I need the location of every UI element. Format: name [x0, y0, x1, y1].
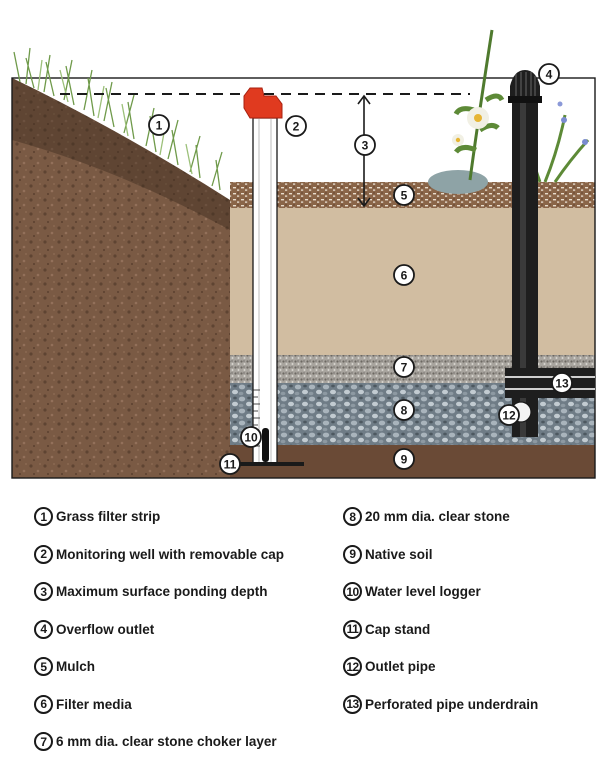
legend-label: Grass filter strip	[56, 509, 161, 525]
legend-number: 3	[34, 582, 53, 602]
cap-stand	[232, 462, 304, 466]
monitoring-well	[252, 117, 278, 464]
callout-number: 2	[293, 120, 300, 134]
callout-circle	[393, 184, 415, 206]
callout-marker: 10	[240, 426, 262, 448]
callout-circle	[551, 372, 573, 394]
callout-marker: 11	[219, 453, 241, 475]
callout-circle	[498, 404, 520, 426]
perforated-pipe-underdrain	[505, 368, 595, 398]
callout-marker: 7	[393, 356, 415, 378]
callout-marker: 2	[285, 115, 307, 137]
legend-label: Native soil	[365, 546, 433, 562]
callout-marker: 5	[393, 184, 415, 206]
callout-circle	[393, 399, 415, 421]
legend-label: Maximum surface ponding depth	[56, 584, 268, 600]
removable-cap	[243, 87, 283, 119]
legend-number: 1	[34, 507, 53, 527]
legend-number: 8	[343, 507, 362, 527]
callout-number: 3	[362, 139, 369, 153]
callout-circle	[393, 264, 415, 286]
callout-circle	[538, 63, 560, 85]
callout-marker: 8	[393, 399, 415, 421]
legend-label: Outlet pipe	[365, 659, 436, 675]
legend-number: 11	[343, 619, 362, 639]
callout-circle	[148, 114, 170, 136]
callout-marker: 12	[498, 404, 520, 426]
callout-circle	[393, 448, 415, 470]
legend-label: Monitoring well with removable cap	[56, 546, 285, 562]
legend-number: 4	[34, 619, 53, 639]
legend-number: 2	[34, 544, 53, 564]
callout-circle	[285, 115, 307, 137]
callout-number: 8	[401, 404, 408, 418]
callout-number: 5	[401, 189, 408, 203]
legend-label: 6 mm dia. clear stone choker layer	[56, 734, 277, 750]
legend-number: 6	[34, 694, 53, 714]
legend-label: Filter media	[56, 696, 132, 712]
legend-number: 12	[343, 657, 362, 677]
legend-label: 20 mm dia. clear stone	[365, 509, 510, 525]
callout-circle	[219, 453, 241, 475]
legend-number: 7	[34, 732, 53, 752]
native-soil-bank-darkening	[12, 78, 230, 230]
callout-circle	[393, 356, 415, 378]
callout-circle	[240, 426, 262, 448]
plant-cluster	[428, 29, 590, 194]
legend-label: Water level logger	[365, 584, 481, 600]
callout-number: 10	[244, 431, 258, 445]
callout-marker: 1	[148, 114, 170, 136]
legend-number: 5	[34, 657, 53, 677]
callout-number: 12	[502, 409, 516, 423]
callout-marker: 6	[393, 264, 415, 286]
callout-marker: 9	[393, 448, 415, 470]
legend-label: Mulch	[56, 659, 95, 675]
legend-number: 10	[343, 582, 362, 602]
callout-number: 9	[401, 453, 408, 467]
callout-marker: 4	[538, 63, 560, 85]
callout-number: 7	[401, 361, 408, 375]
callout-number: 6	[401, 269, 408, 283]
legend-number: 9	[343, 544, 362, 564]
callout-marker: 13	[551, 372, 573, 394]
legend-label: Overflow outlet	[56, 621, 155, 637]
callout-circle	[354, 134, 376, 156]
water-level-logger	[262, 428, 269, 462]
callout-number: 4	[546, 68, 553, 82]
callout-marker: 3	[354, 134, 376, 156]
callout-number: 1	[156, 119, 163, 133]
legend-number: 13	[343, 694, 362, 714]
native-soil-bank	[12, 78, 230, 445]
callout-number: 11	[224, 458, 237, 472]
callout-number: 13	[555, 377, 569, 391]
legend-label: Cap stand	[365, 621, 431, 637]
legend-label: Perforated pipe underdrain	[365, 696, 539, 712]
